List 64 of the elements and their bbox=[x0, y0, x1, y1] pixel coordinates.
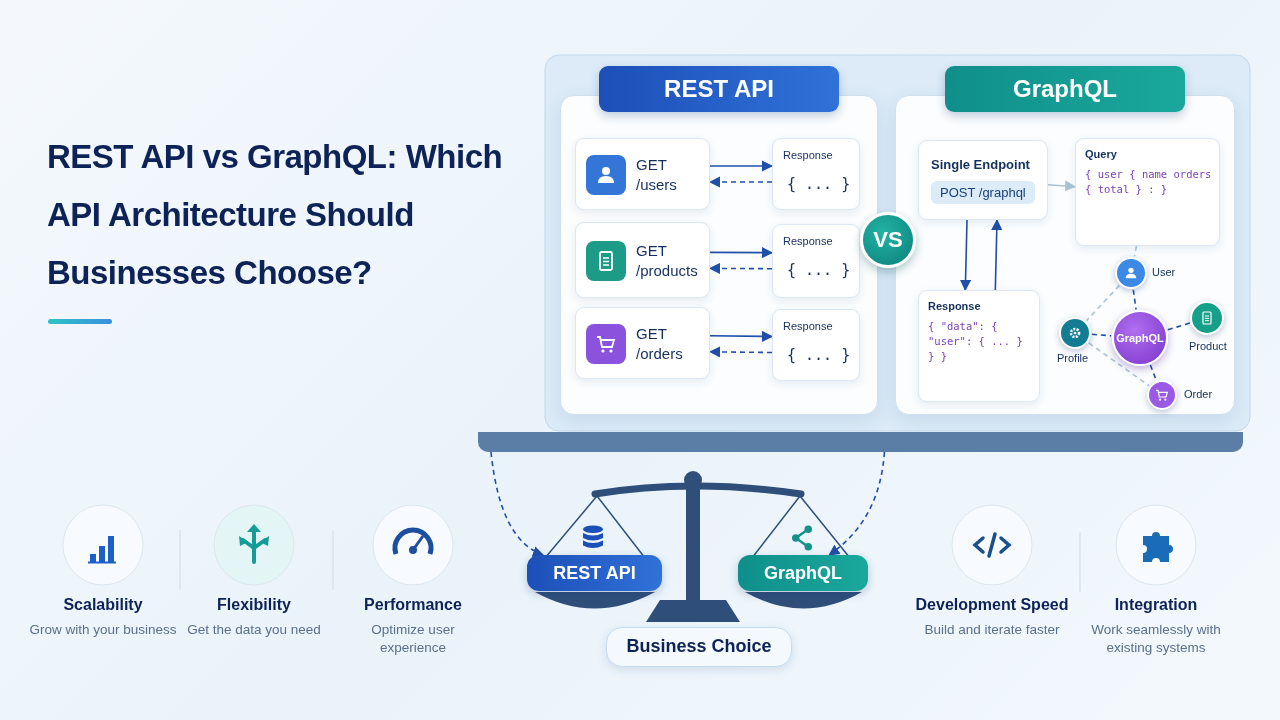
node-label: User bbox=[1152, 266, 1176, 278]
feature-description: Optimize user experience bbox=[370, 621, 456, 657]
arrow bbox=[828, 451, 886, 556]
scale-pan-label: REST API bbox=[527, 555, 662, 591]
arrow bbox=[708, 262, 773, 275]
arrow bbox=[709, 330, 774, 342]
endpoint-chip: POST /graphql bbox=[931, 181, 1035, 204]
code-text: { ... } bbox=[787, 346, 851, 364]
title: REST API vs GraphQL: Which API Architecture Should Businesses Choose? bbox=[47, 137, 504, 293]
connector-line bbox=[1085, 284, 1121, 322]
node-label: Product bbox=[1189, 340, 1227, 352]
arrow bbox=[709, 160, 774, 172]
arrow bbox=[490, 451, 545, 557]
arrow bbox=[708, 346, 773, 358]
feature-description: Get the data you need bbox=[186, 621, 322, 639]
response-card bbox=[772, 309, 860, 381]
connector-line bbox=[1167, 322, 1191, 331]
feature-description: Build and iterate faster bbox=[923, 621, 1061, 639]
feature-title: Performance bbox=[363, 596, 463, 614]
laptop-base bbox=[478, 432, 1243, 452]
base-label: Business Choice bbox=[606, 627, 792, 667]
connector-line bbox=[1133, 245, 1138, 258]
endpoint-text: GET /orders bbox=[636, 324, 684, 364]
code-card bbox=[918, 290, 1040, 402]
connector-line bbox=[1149, 364, 1157, 381]
response-label: Response bbox=[783, 320, 833, 332]
card-heading: Response bbox=[928, 300, 981, 312]
arrow bbox=[959, 219, 972, 292]
response-label: Response bbox=[783, 149, 833, 161]
connector-line bbox=[1091, 333, 1112, 337]
connector-line bbox=[1132, 289, 1137, 311]
node-label: Profile bbox=[1057, 352, 1089, 364]
endpoint-text: GET /products bbox=[636, 241, 699, 281]
endpoint-text: GET /users bbox=[636, 155, 678, 195]
code-text: { ... } bbox=[787, 261, 851, 279]
feature-title: Integration bbox=[1113, 596, 1199, 614]
arrow bbox=[991, 218, 1003, 291]
feature-description: Work seamlessly with existing systems bbox=[1090, 621, 1222, 657]
panel-heading: GraphQL bbox=[945, 66, 1185, 112]
card-heading: Query bbox=[1085, 148, 1117, 160]
code-text: { ... } bbox=[787, 175, 851, 193]
hub-label: GraphQL bbox=[1115, 332, 1165, 344]
card-heading: Single Endpoint bbox=[931, 157, 1030, 172]
arrow bbox=[1047, 180, 1077, 192]
endpoint-card bbox=[918, 140, 1048, 220]
feature-description: Grow with your business bbox=[28, 621, 178, 639]
response-card bbox=[772, 224, 860, 298]
feature-title: Development Speed bbox=[914, 596, 1070, 614]
arrow bbox=[708, 176, 773, 188]
response-card bbox=[772, 138, 860, 210]
request-card bbox=[575, 307, 710, 379]
scale-pan-label: GraphQL bbox=[738, 555, 868, 591]
feature-title: Flexibility bbox=[216, 596, 292, 614]
code-text: { "data": { "user": { ... } } } bbox=[928, 319, 1024, 364]
request-card bbox=[575, 222, 710, 298]
arrow bbox=[709, 247, 774, 259]
feature-title: Scalability bbox=[62, 596, 144, 614]
response-label: Response bbox=[783, 235, 833, 247]
panel-heading: REST API bbox=[599, 66, 839, 112]
connector-line bbox=[1088, 342, 1150, 387]
request-card bbox=[575, 138, 710, 210]
code-card bbox=[1075, 138, 1220, 246]
node-label: Order bbox=[1184, 388, 1213, 400]
code-text: { user { name orders { total } : } bbox=[1085, 167, 1212, 197]
